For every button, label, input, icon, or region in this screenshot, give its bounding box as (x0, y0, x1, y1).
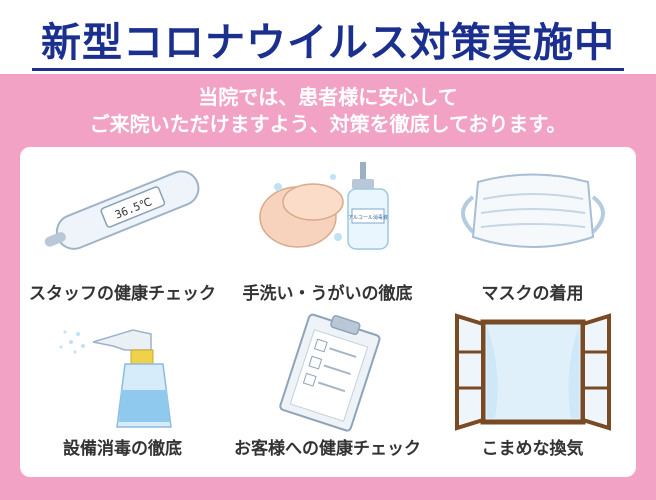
measure-label: こまめな換気 (481, 439, 584, 459)
measure-label: 設備消毒の徹底 (63, 439, 182, 459)
page-title: 新型コロナウイルス対策実施中 (41, 20, 615, 66)
intro-line-2: ご来院いただけますよう、対策を徹底しております。 (89, 112, 567, 136)
mask-icon (430, 157, 635, 277)
measure-label: マスクの着用 (481, 284, 584, 304)
spray-bottle-icon (20, 312, 225, 432)
open-window-icon (430, 312, 635, 432)
clipboard-icon (225, 312, 430, 432)
measures-panel: 36.5℃ スタッフの健康チェック アルコール消毒液 手洗い・うがいの徹底 (20, 147, 636, 477)
title-band: 新型コロナウイルス対策実施中 (0, 0, 656, 74)
measure-label: 手洗い・うがいの徹底 (242, 284, 413, 304)
title-underline (32, 68, 624, 71)
measure-label: スタッフの健康チェック (29, 284, 216, 304)
sanitizer-bottle-label: アルコール消毒液 (348, 214, 388, 221)
thermometer-icon: 36.5℃ (20, 157, 225, 277)
measure-mask: マスクの着用 (430, 157, 635, 322)
measure-visitor-health-check: お客様への健康チェック (225, 312, 430, 477)
intro-text: 当院では、患者様に安心して ご来院いただけますよう、対策を徹底しております。 (0, 84, 656, 138)
handwashing-icon: アルコール消毒液 (225, 157, 430, 277)
measure-facility-disinfection: 設備消毒の徹底 (20, 312, 225, 477)
intro-line-1: 当院では、患者様に安心して (198, 85, 458, 109)
measure-label: お客様への健康チェック (234, 439, 421, 459)
measure-staff-health-check: 36.5℃ スタッフの健康チェック (20, 157, 225, 322)
measure-ventilation: こまめな換気 (430, 312, 635, 477)
measure-handwashing: アルコール消毒液 手洗い・うがいの徹底 (225, 157, 430, 322)
